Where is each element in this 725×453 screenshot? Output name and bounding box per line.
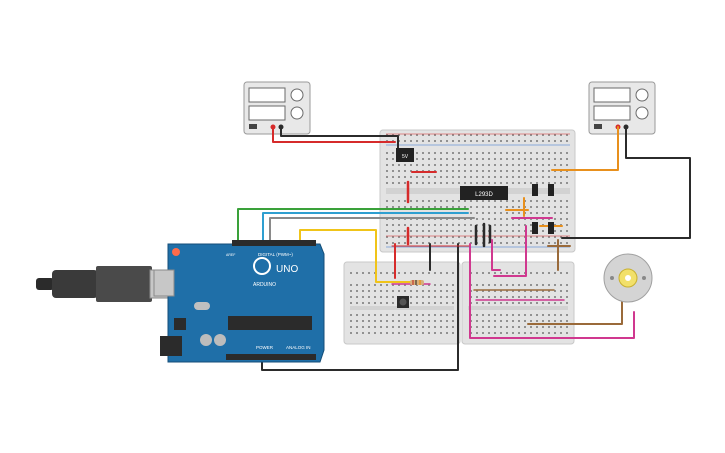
resistor <box>410 280 424 285</box>
power-supply-right[interactable] <box>588 81 656 135</box>
arduino-power-label: POWER <box>256 345 274 350</box>
wire-psu-left-negative <box>280 126 399 151</box>
arduino-uno[interactable]: ARDUINO UNO DIGITAL (PWM~) POWER ANALOG … <box>153 240 325 363</box>
motor-breadboard[interactable] <box>461 261 575 345</box>
usb-cable <box>36 266 173 302</box>
arduino-brand: ARDUINO <box>253 282 276 288</box>
diodes[interactable] <box>532 184 554 234</box>
power-supply-left[interactable] <box>243 81 311 135</box>
arduino-logo-icon <box>253 257 271 275</box>
arduino-digital-label: DIGITAL (PWM~) <box>258 252 293 257</box>
arduino-analog-label: ANALOG IN <box>286 345 311 350</box>
voltage-regulator[interactable]: 5V <box>396 148 414 162</box>
wire-blue <box>262 212 469 245</box>
wire-psu-right-orange <box>565 126 619 171</box>
dc-motor[interactable] <box>603 253 653 303</box>
wire-psu-left-positive <box>272 126 396 143</box>
driver-chip[interactable]: L293D <box>460 186 508 200</box>
wire-gray <box>269 217 475 245</box>
pushbutton[interactable] <box>397 296 409 308</box>
regulator-label: 5V <box>402 154 409 160</box>
pushbutton-icon[interactable] <box>399 298 407 306</box>
wire-green <box>237 208 469 245</box>
wire-psu-right-black <box>561 126 691 239</box>
driver-chip-label: L293D <box>475 192 493 198</box>
button-breadboard[interactable] <box>343 261 461 345</box>
wire-gnd-bottom <box>261 243 459 371</box>
wire-yellow <box>299 229 413 283</box>
arduino-model: UNO <box>276 264 298 275</box>
arduino-aref-label: AREF <box>226 253 235 257</box>
